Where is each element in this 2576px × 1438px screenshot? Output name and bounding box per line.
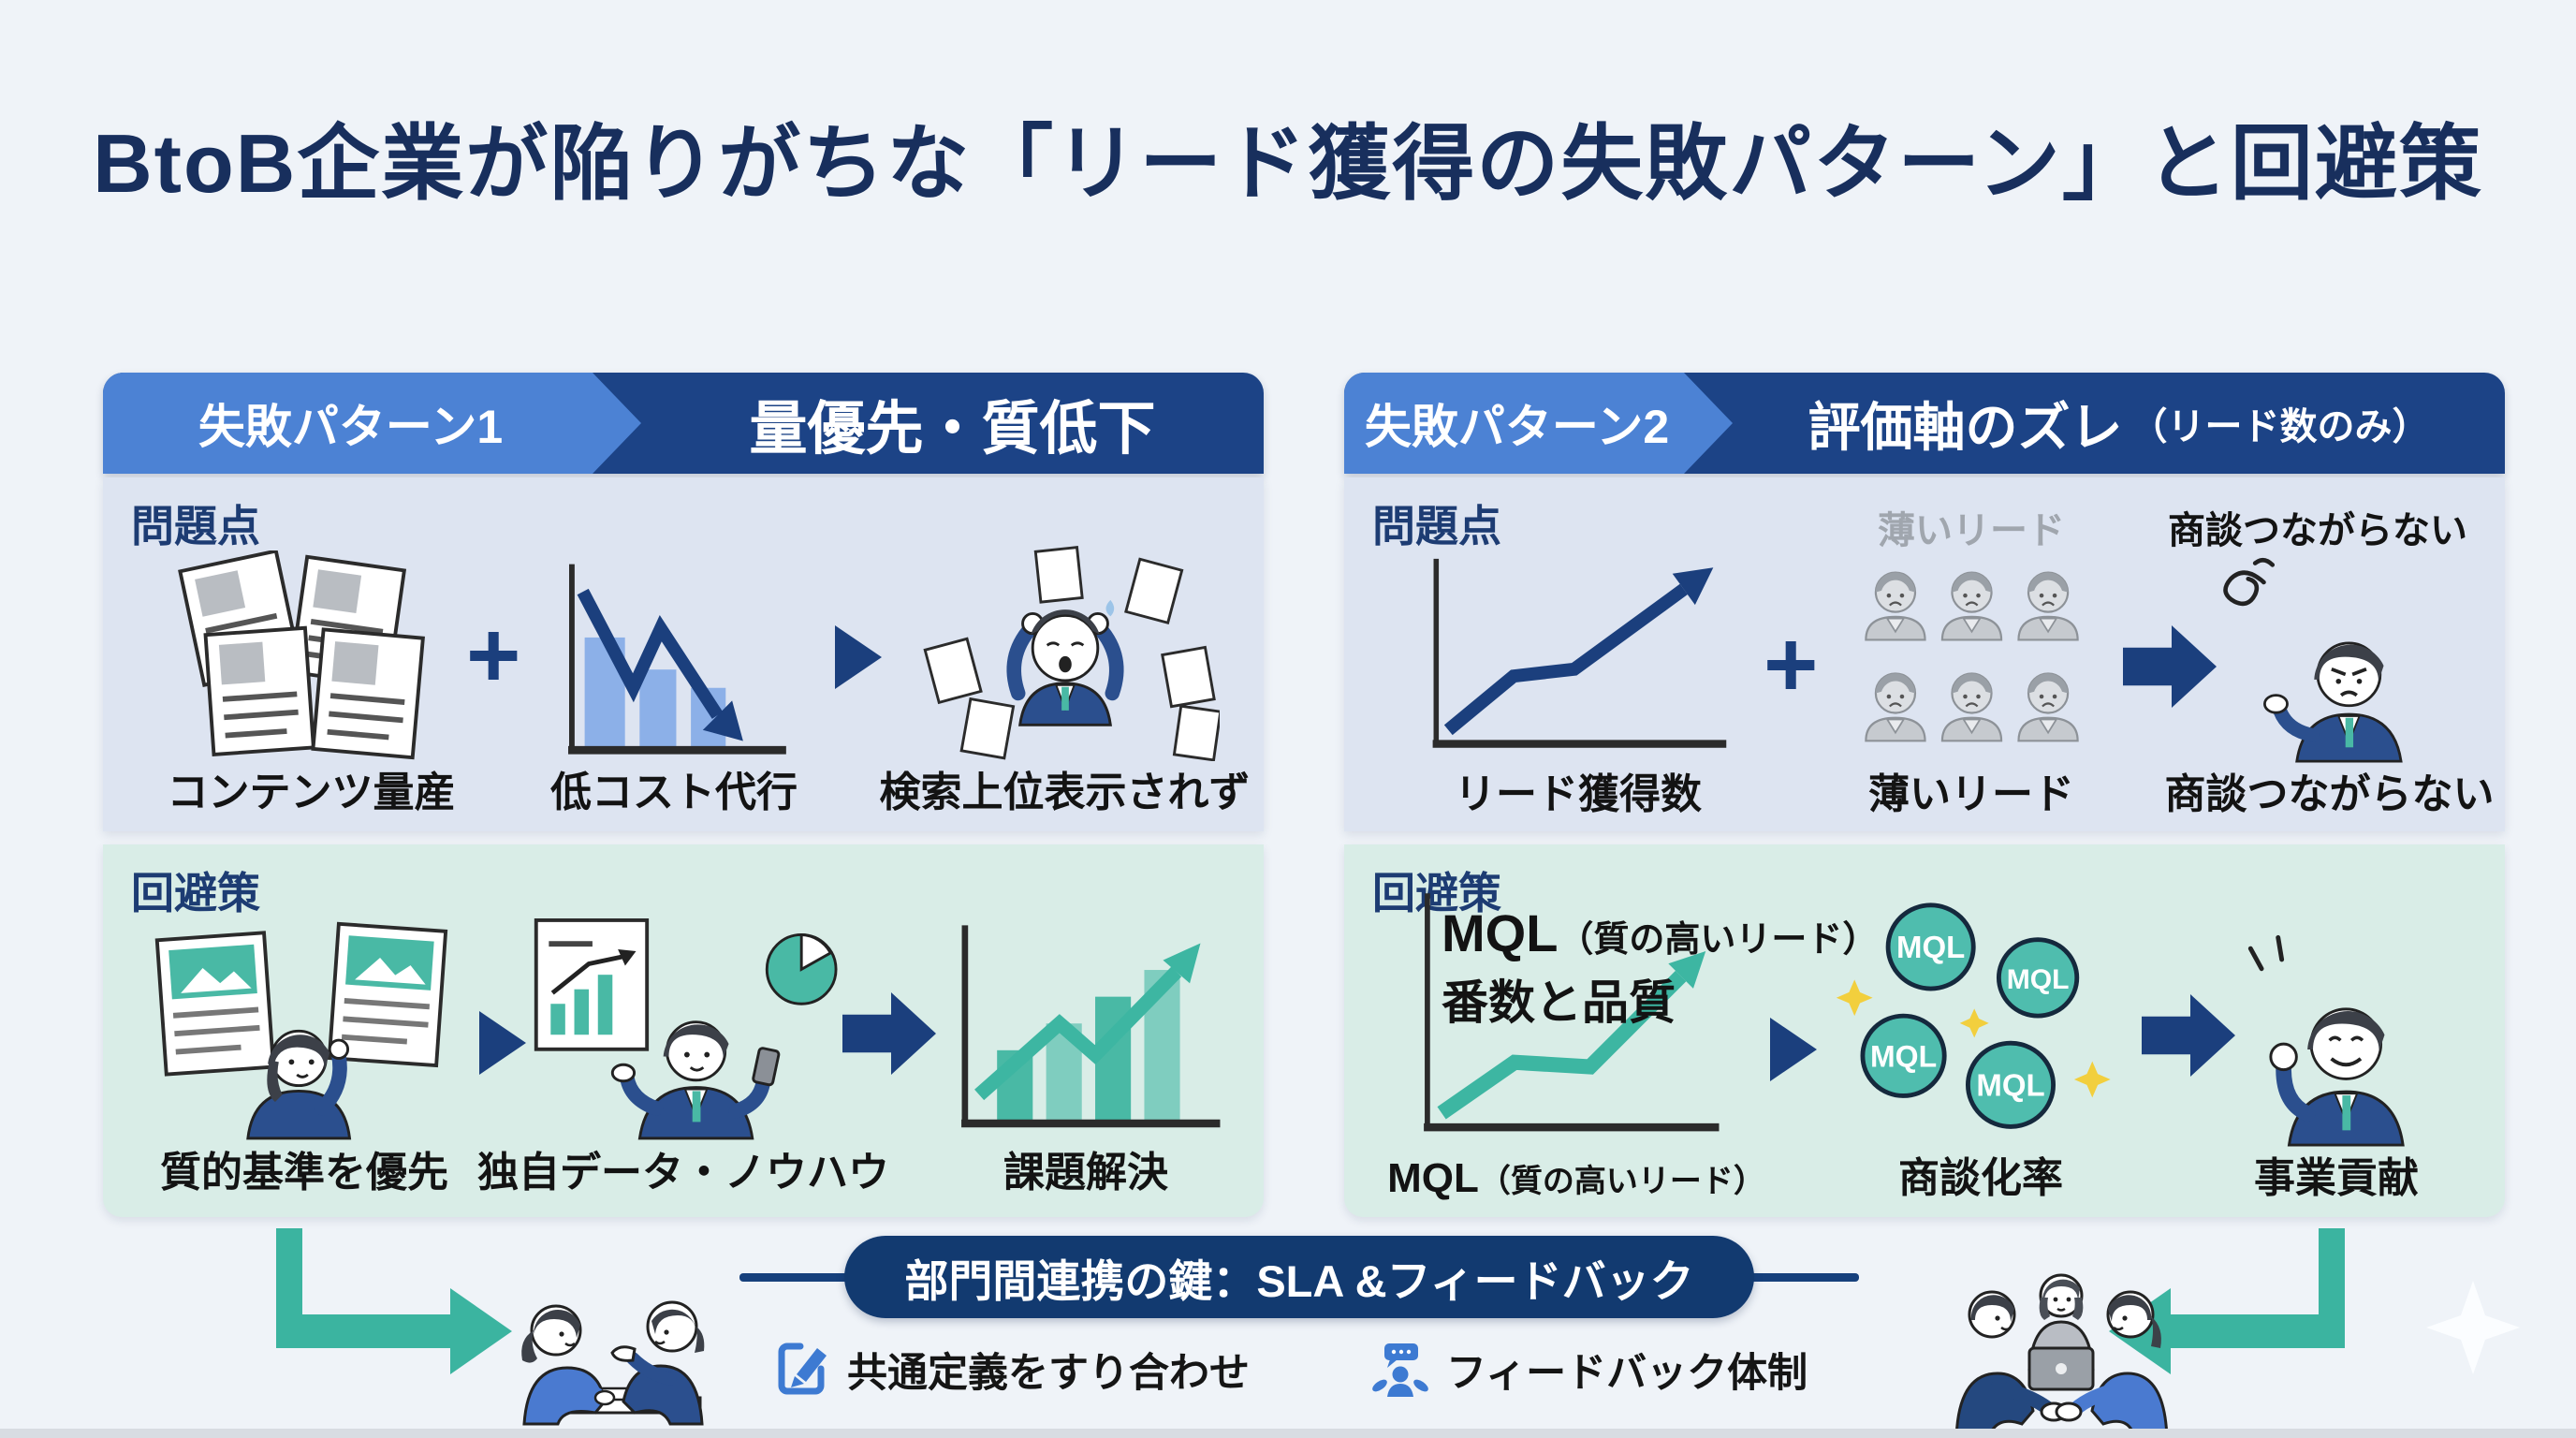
mql-circle-text: MQL (1976, 1068, 2044, 1103)
solution-item-label: 事業貢献 (2254, 1155, 2419, 1202)
problem-item-low-cost-outsourcing: 低コスト代行 (524, 526, 824, 818)
banner-connector-line-right (1749, 1273, 1859, 1282)
problem-item-no-deals: 商談つながらない (2165, 550, 2495, 820)
panel1-solution-section: 回避策 (103, 844, 1264, 1217)
banner-connector-line-left (739, 1273, 850, 1282)
solution-item-label: 独自データ・ノウハウ (477, 1150, 889, 1196)
elbow-arrow-right-icon (276, 1228, 512, 1374)
mql-label-main: MQL (1387, 1155, 1479, 1202)
growth-chart-icon (941, 889, 1231, 1141)
arrow-right-icon (835, 625, 882, 689)
problem-item-label: 低コスト代行 (550, 770, 798, 816)
edit-document-icon (778, 1343, 827, 1395)
panel2-problem-section: 問題点 薄いリード 商談つながらない リード獲得数 + (1344, 477, 2505, 831)
problem-item-label: コンテンツ量産 (167, 770, 456, 816)
mql-circle-text: MQL (2007, 964, 2070, 995)
solution-item-mql-quality: MQL（質の高いリード） 番数と品質 MQL（質の高いリード） (1387, 886, 1878, 1204)
panel1-header: 失敗パターン1 量優先・質低下 (103, 373, 1264, 474)
mql-chart-label-line2: 番数と品質 (1442, 976, 1676, 1029)
footer-item-common-definition: 共通定義をすり合わせ (772, 1341, 1250, 1399)
woman-content-icon (145, 889, 463, 1141)
bottom-edge-strip (0, 1429, 2576, 1438)
solution-item-label: MQL（質の高いリード） (1387, 1154, 1765, 1204)
problem-item-thin-leads: 薄いリード (1826, 550, 2116, 820)
thin-leads-top-label: 薄いリード (1878, 510, 2065, 551)
problem-item-label: 検索上位表示されず (879, 770, 1251, 816)
mql-chart-label-note: （質の高いリード） (1558, 920, 1879, 960)
solution-item-original-data: 独自データ・ノウハウ (477, 889, 889, 1198)
arrow-right-icon (1770, 1018, 1817, 1081)
sparkle-decoration-icon (2426, 1281, 2520, 1374)
plus-connector-icon: + (466, 603, 521, 708)
man-data-icon (529, 889, 838, 1141)
panel2-header: 失敗パターン2 評価軸のズレ （リード数のみ） (1344, 373, 2505, 474)
footer-item-label: フィードバック体制 (1446, 1351, 1808, 1396)
arrow-right-icon (479, 1011, 526, 1075)
panel1-heading: 量優先・質低下 (641, 373, 1264, 474)
panel1-solution-label: 回避策 (131, 869, 260, 917)
page-title: BtoB企業が陥りがちな「リード獲得の失敗パターン」と回避策 (93, 117, 2483, 210)
declining-chart-icon (524, 526, 824, 761)
mql-label-note: （質の高いリード） (1478, 1164, 1765, 1200)
panel2-badge: 失敗パターン2 (1344, 373, 1733, 474)
mql-circle-text: MQL (1896, 930, 1965, 964)
rising-line-chart-icon (1396, 546, 1761, 763)
footer-item-label: 共通定義をすり合わせ (847, 1351, 1250, 1396)
problem-item-no-search-ranking: 検索上位表示されず (880, 526, 1251, 818)
block-arrow-right-icon (842, 992, 936, 1075)
panel2-heading-text: 評価軸のズレ (1808, 397, 2123, 457)
teal-rising-chart-icon (1389, 880, 1764, 1147)
mql-circles-icon: MQL MQL MQL MQL (1831, 886, 2130, 1147)
solution-item-label: 課題解決 (1003, 1150, 1168, 1196)
stressed-man-icon (885, 526, 1245, 762)
problem-item-content-mass-production: コンテンツ量産 (154, 526, 468, 818)
plus-connector-icon: + (1764, 612, 1819, 717)
no-deals-top-label: 商談つながらない (2168, 510, 2467, 551)
elbow-arrow-left-icon (2109, 1228, 2345, 1374)
solution-item-deal-rate: MQL MQL MQL MQL 商談化率 (1831, 886, 2130, 1204)
frustrated-man-icon (2168, 546, 2491, 763)
mql-circle-text: MQL (1870, 1040, 1937, 1074)
solution-item-label: 質的基準を優先 (160, 1150, 448, 1196)
footer-item-feedback-system: フィードバック体制 (1371, 1341, 1808, 1399)
two-people-discussion-illustration (521, 1300, 705, 1426)
three-people-handshake-illustration (1954, 1273, 2169, 1438)
panel2-problem-label: 問題点 (1372, 502, 1501, 550)
panel1-problem-label: 問題点 (131, 502, 260, 550)
panel2-solution-label: 回避策 (1372, 869, 1501, 917)
panel2-heading: 評価軸のズレ （リード数のみ） (1733, 373, 2505, 474)
panel1-badge: 失敗パターン1 (103, 373, 641, 474)
sparkle-icon (1836, 979, 2111, 1098)
panel-failure-pattern-1: 失敗パターン1 量優先・質低下 問題点 コンテンツ量産 + (103, 373, 1264, 1217)
solution-item-label: 商談化率 (1898, 1155, 2063, 1202)
panel2-heading-note: （リード数のみ） (2130, 406, 2430, 448)
feedback-person-icon (1372, 1343, 1428, 1397)
panel-failure-pattern-2: 失敗パターン2 評価軸のズレ （リード数のみ） 問題点 薄いリード 商談つながら… (1344, 373, 2505, 1217)
problem-item-label: 薄いリード (1868, 771, 2074, 818)
collaboration-banner: 部門間連携の鍵：SLA &フィードバック (844, 1236, 1754, 1318)
panel2-solution-section: 回避策 MQL（質の高いリード） 番数と品質 MQL（質の高 (1344, 844, 2505, 1217)
panel1-heading-text: 量優先・質低下 (749, 397, 1156, 462)
solution-item-problem-solving: 課題解決 (941, 889, 1231, 1198)
solution-item-quality-standards: 質的基準を優先 (145, 889, 463, 1198)
problem-item-label: リード獲得数 (1455, 771, 1702, 818)
happy-man-icon (2187, 886, 2486, 1147)
panel1-problem-section: 問題点 コンテンツ量産 + (103, 477, 1264, 831)
solution-item-business-contribution: 事業貢献 (2187, 886, 2486, 1204)
problem-item-lead-count: リード獲得数 (1396, 550, 1761, 820)
gray-people-grid-icon (1826, 550, 2116, 763)
mql-chart-label-main: MQL (1442, 903, 1559, 962)
mql-chart-annotation: MQL（質の高いリード） 番数と品質 (1442, 902, 1878, 1033)
documents-stack-icon (154, 526, 468, 761)
problem-item-label: 商談つながらない (2164, 771, 2495, 818)
